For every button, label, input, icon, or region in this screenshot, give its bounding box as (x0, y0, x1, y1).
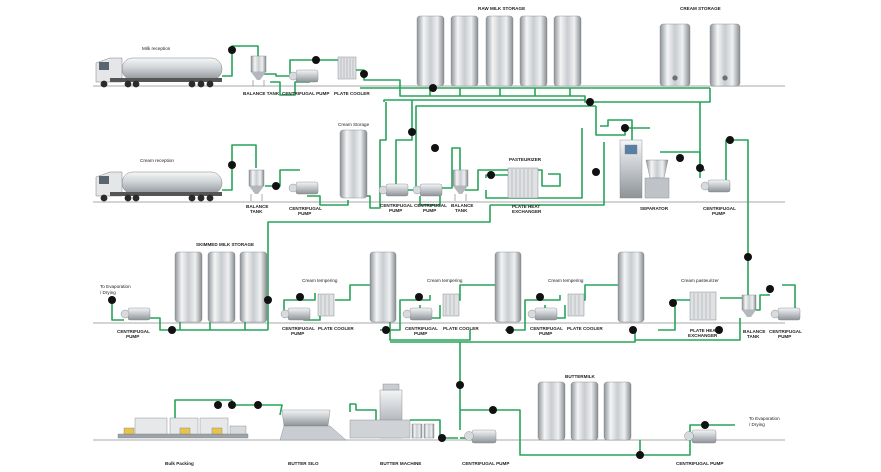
label-pump-2: PUMP (298, 211, 311, 216)
label-pump-8: PUMP (291, 331, 304, 336)
label-exchanger-2: EXCHANGER (688, 333, 718, 338)
label-pump-9: PUMP (414, 331, 427, 336)
label-pump-4: PUMP (423, 208, 436, 213)
label-plate-heat-1: PLATE HEAT (512, 204, 540, 209)
label-centrifugal-3: CENTRIFUGAL (380, 203, 413, 208)
label-tank-11: TANK (747, 334, 760, 339)
label-bulk-packing: Bulk Packing (165, 461, 194, 466)
tanker-truck-milk (95, 57, 223, 88)
balance-tank-4 (741, 294, 757, 317)
label-balance-tank-1: BALANCE TANK (243, 91, 280, 96)
label-butter-silo: BUTTER SILO (288, 461, 319, 466)
label-exchanger-1: EXCHANGER (512, 209, 542, 214)
balance-tank-3 (452, 169, 469, 201)
centrifugal-pumps (120, 69, 801, 444)
label-plate-cooler-10: PLATE COOLER (567, 326, 603, 331)
raw-milk-silos (416, 15, 582, 87)
butter-silo (279, 409, 347, 441)
label-butter-machine: BUTTER MACHINE (380, 461, 421, 466)
label-plate-cooler-8: PLATE COOLER (318, 326, 354, 331)
label-centrifugal-pump-14: CENTRIFUGAL PUMP (676, 461, 723, 466)
pipe-network (111, 45, 796, 456)
label-buttermilk: BUTTERMILK (565, 374, 596, 379)
label-to-evaporation-1: To Evaporation (100, 284, 131, 289)
label-to-evaporation-2: To Evaporation (749, 416, 780, 421)
labels: Milk reception BALANCE TANK CENTRIFUGAL … (100, 6, 802, 466)
label-centrifugal-12: CENTRIFUGAL (769, 329, 802, 334)
label-plate-cooler-1: PLATE COOLER (334, 91, 370, 96)
label-centrifugal-9: CENTRIFUGAL (405, 326, 438, 331)
label-centrifugal-8: CENTRIFUGAL (282, 326, 315, 331)
label-tank-5: TANK (455, 208, 468, 213)
label-cream-storage-mid: Cream Storage (338, 122, 370, 127)
tanker-truck-cream (95, 171, 223, 202)
label-milk-reception: Milk reception (142, 46, 171, 51)
label-balance-11: BALANCE (743, 329, 765, 334)
label-cream-pasteurizer: Cream pasteurizer (681, 278, 719, 283)
label-centrifugal-4: CENTRIFUGAL (414, 203, 447, 208)
label-skimmed-milk-storage: SKIMMED MILK STORAGE (196, 242, 254, 247)
label-cream-reception: Cream reception (140, 158, 174, 163)
buttermilk-silos (537, 381, 632, 441)
label-plate-cooler-9: PLATE COOLER (443, 326, 479, 331)
label-balance-5: BALANCE (451, 203, 473, 208)
label-cream-tempering-1: Cream tempering (302, 278, 338, 283)
label-cream-tempering-3: Cream tempering (548, 278, 584, 283)
label-plate-heat-2: PLATE HEAT (690, 328, 718, 333)
flow-arrows (108, 46, 774, 459)
label-drying-2: / Drying (749, 422, 765, 427)
cream-storage-tank (339, 129, 368, 199)
label-pump-12: PUMP (778, 334, 791, 339)
tempering-tanks (369, 251, 645, 323)
separator-unit (619, 139, 670, 199)
label-cream-storage-top: CREAM STORAGE (680, 6, 721, 11)
skimmed-milk-silos (174, 251, 268, 323)
cream-storage-silos (659, 23, 741, 87)
label-separator: SEPARATOR (640, 206, 669, 211)
label-centrifugal-2: CENTRIFUGAL (289, 206, 322, 211)
label-balance-2: BALANCE (246, 204, 268, 209)
label-centrifugal-6: CENTRIFUGAL (703, 206, 736, 211)
label-centrifugal-10: CENTRIFUGAL (530, 326, 563, 331)
balance-tank-1 (250, 55, 267, 86)
butter-machine (349, 383, 435, 439)
label-cream-tempering-2: Cream tempering (427, 278, 463, 283)
label-tank-2: TANK (250, 209, 263, 214)
label-centrifugal-pump-13: CENTRIFUGAL PUMP (462, 461, 509, 466)
label-pump-3: PUMP (389, 208, 402, 213)
label-raw-milk-storage: RAW MILK STORAGE (478, 6, 525, 11)
label-pump-10: PUMP (539, 331, 552, 336)
plate-exchangers (317, 56, 717, 321)
balance-tank-2 (248, 169, 265, 201)
label-drying-1: / Drying (100, 290, 116, 295)
label-pump-7: PUMP (126, 334, 139, 339)
label-pump-6: PUMP (712, 211, 725, 216)
label-centrifugal-pump-1: CENTRIFUGAL PUMP (282, 91, 329, 96)
bulk-packing-line (117, 417, 249, 439)
label-pasteurizer: PASTEURIZER (509, 157, 542, 162)
label-centrifugal-7: CENTRIFUGAL (117, 329, 150, 334)
